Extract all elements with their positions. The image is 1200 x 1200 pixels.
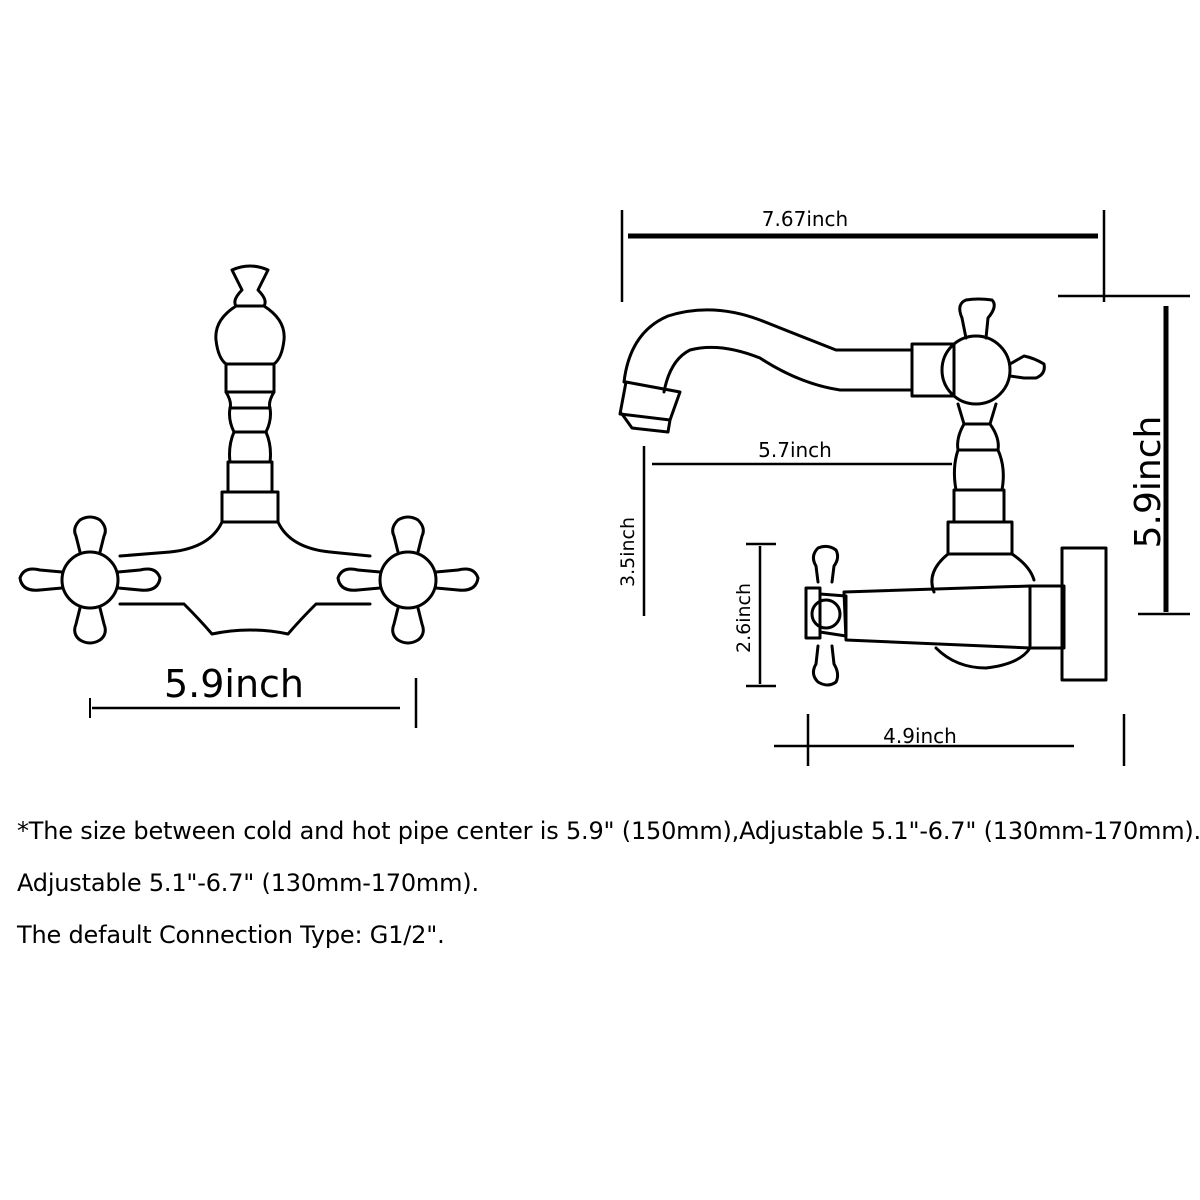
spout-height-dimension: 3.5inch [617,446,646,616]
spout-reach-label: 5.7inch [758,438,832,462]
top-width-dimension: 7.67inch [620,207,1106,302]
top-width-label: 7.67inch [762,207,848,231]
notes-section: *The size between cold and hot pipe cent… [17,812,1200,968]
front-width-label: 5.9inch [164,662,304,706]
valve-height-label: 2.6inch [733,583,755,653]
side-view-faucet-drawing [618,297,1108,687]
front-right-cross-handle [336,515,480,645]
front-left-cross-handle [18,515,162,645]
total-height-label: 5.9inch [1128,416,1169,549]
spout-height-label: 3.5inch [617,517,639,587]
note-adjustable-range: Adjustable 5.1"-6.7" (130mm-170mm). [17,869,479,897]
total-height-dimension: 5.9inch [1058,294,1190,616]
depth-dimension: 4.9inch [774,714,1126,766]
front-width-dimension: 5.9inch [89,662,418,728]
front-view-faucet-drawing [18,264,480,645]
valve-height-dimension: 2.6inch [733,542,776,688]
spout-reach-dimension: 5.7inch [652,438,952,466]
note-pipe-center: *The size between cold and hot pipe cent… [17,817,1200,845]
note-connection-type: The default Connection Type: G1/2". [17,921,445,949]
depth-label: 4.9inch [883,724,957,748]
side-cross-handle [804,544,848,687]
